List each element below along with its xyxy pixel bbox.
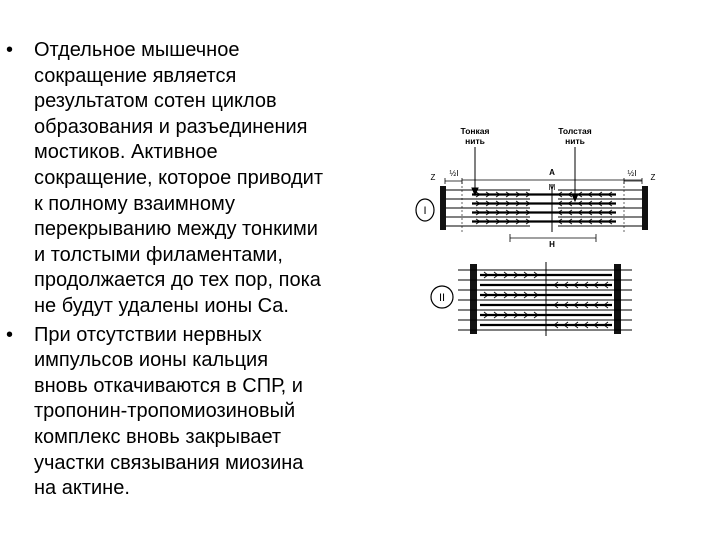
z-line-label-left: Z xyxy=(431,173,436,182)
bullet-text-line: образования и разъединения xyxy=(34,115,308,138)
bullet-text-line: Отдельное мышечное xyxy=(34,39,240,61)
bullet-text-line: комплекс вновь закрывает xyxy=(34,425,282,448)
state-1-marker: I xyxy=(415,198,435,222)
i-band-label-right: ½I xyxy=(628,169,637,178)
thin-filament-label-line1: Тонкая xyxy=(461,126,490,136)
sarcomere-diagram: Тонкая нить Толстая нить Z Z ½I ½I A M H… xyxy=(415,126,656,336)
a-band-label: A xyxy=(549,168,555,177)
bullet-text-line: вновь откачиваются в СПР, и xyxy=(34,374,303,397)
bullet-list: • Отдельное мышечное сокращение является… xyxy=(0,38,390,502)
state-2-label: II xyxy=(439,292,445,304)
bullet-item-2: • При отсутствии нервных импульсов ионы … xyxy=(0,323,390,502)
state-1-label: I xyxy=(423,205,426,217)
bullet-text-line: и толстыми филаментами, xyxy=(34,243,283,266)
sarcomere-relaxed xyxy=(440,182,648,234)
bullet-text-line: импульсов ионы кальция xyxy=(34,349,269,372)
bullet-marker: • xyxy=(6,39,14,61)
bullet-text-line: не будут удалены ионы Са. xyxy=(34,294,289,317)
bullet-text-line: к полному взаимному xyxy=(34,192,235,215)
bullet-text-line: сокращение является xyxy=(34,64,237,87)
bullet-text-line: на актине. xyxy=(34,477,130,500)
bullet-text-line: При отсутствии нервных xyxy=(34,323,262,346)
thick-filament-label-line1: Толстая xyxy=(558,126,592,136)
sarcomere-contracted xyxy=(458,262,632,336)
bullet-text-line: мостиков. Активное xyxy=(34,141,218,164)
bullet-text-line: результатом сотен циклов xyxy=(34,90,277,113)
state-2-marker: II xyxy=(430,285,454,309)
thin-filament-label-line2: нить xyxy=(465,136,485,146)
bullet-item-1: • Отдельное мышечное сокращение является… xyxy=(0,38,390,320)
bullet-text-line: сокращение, которое приводит xyxy=(34,166,324,189)
bullet-text-line: продолжается до тех пор, пока xyxy=(34,269,321,292)
bullet-text-line: перекрыванию между тонкими xyxy=(34,218,318,241)
h-zone-label: H xyxy=(549,240,555,249)
z-line-label-right: Z xyxy=(651,173,656,182)
bullet-text-line: тропонин-тропомиозиновый xyxy=(34,400,296,423)
thick-filament-label-line2: нить xyxy=(565,136,585,146)
i-band-label-left: ½I xyxy=(450,169,459,178)
bullet-text-line: участки связывания миозина xyxy=(34,451,304,474)
bullet-marker: • xyxy=(6,323,14,346)
